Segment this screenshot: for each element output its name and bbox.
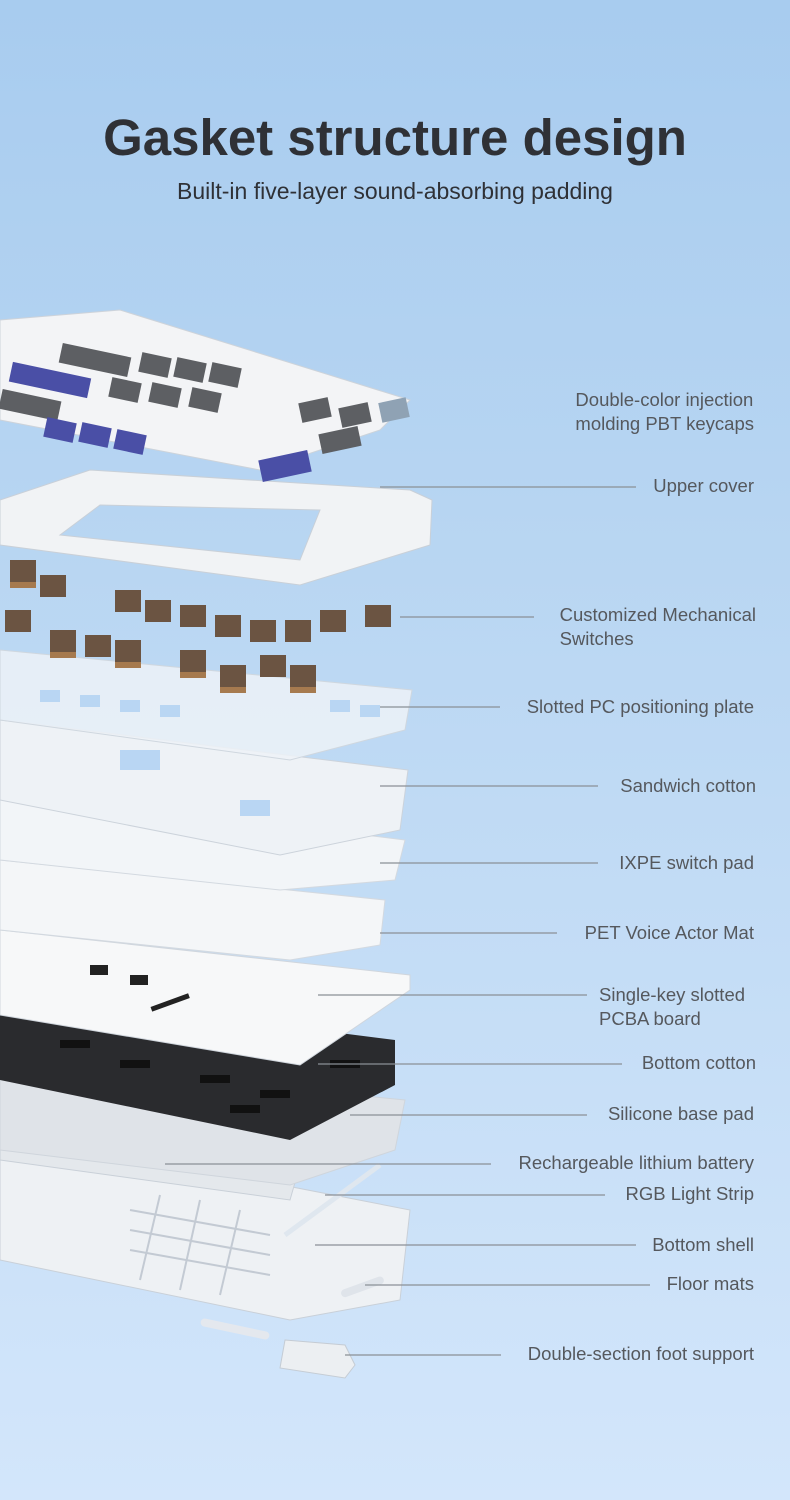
floor-mat — [341, 1276, 384, 1298]
label-floor-mats: Floor mats — [666, 1273, 754, 1294]
bottom-shell-ribs — [129, 1194, 271, 1296]
label-sandwich-cotton: Sandwich cotton — [620, 775, 756, 796]
pet-mat — [0, 859, 386, 961]
pcba-board — [0, 929, 411, 1066]
label-line: Switches — [559, 628, 634, 649]
floor-mat — [200, 1318, 270, 1340]
label-line: Single-key slotted — [599, 984, 746, 1005]
pcba-dots — [90, 965, 190, 1012]
switches — [5, 560, 391, 693]
label-bottom-cotton: Bottom cotton — [641, 1052, 756, 1073]
keycaps — [0, 309, 411, 482]
label-ixpe: IXPE switch pad — [619, 852, 754, 873]
label-line: PCBA board — [599, 1008, 701, 1029]
pc-positioning-plate — [0, 649, 413, 761]
label-line: Customized Mechanical — [559, 604, 756, 625]
label-bottom-shell: Bottom shell — [652, 1234, 754, 1255]
bottom-shell — [0, 1129, 411, 1321]
page-subtitle: Built-in five-layer sound-absorbing padd… — [177, 178, 613, 204]
plate-cutouts — [40, 690, 380, 816]
foot-support — [279, 1339, 356, 1379]
label-pc-plate: Slotted PC positioning plate — [526, 696, 754, 717]
label-rgb: RGB Light Strip — [625, 1183, 754, 1204]
label-pet: PET Voice Actor Mat — [584, 922, 754, 943]
label-switches: Customized Mechanical Switches — [560, 603, 756, 651]
sandwich-cotton — [0, 719, 409, 856]
label-line: molding PBT keycaps — [575, 413, 754, 434]
label-upper-cover: Upper cover — [653, 475, 754, 496]
label-silicone: Silicone base pad — [607, 1103, 754, 1124]
label-keycaps: Double-color injection molding PBT keyca… — [575, 388, 754, 436]
upper-cover — [0, 469, 433, 586]
label-foot-support: Double-section foot support — [527, 1343, 754, 1364]
leader-lines — [165, 486, 650, 1356]
rgb-light-strip — [283, 1162, 382, 1238]
label-pcba: Single-key slotted PCBA board — [599, 983, 745, 1031]
label-battery: Rechargeable lithium battery — [518, 1152, 755, 1173]
label-line: Double-color injection — [575, 389, 754, 410]
page-title: Gasket structure design — [103, 109, 687, 166]
